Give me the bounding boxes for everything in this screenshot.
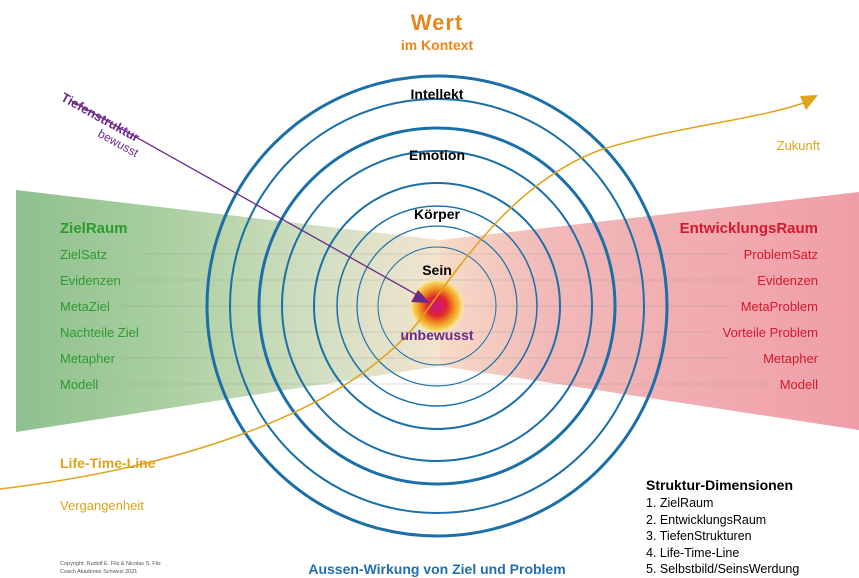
struktur-item: 4. Life-Time-Line: [646, 545, 740, 560]
copyright-line-2: Coach Akademie Schweiz 2021: [60, 569, 137, 575]
entwicklungs-raum-item: Vorteile Problem: [723, 325, 818, 340]
ziel-raum-item: MetaZiel: [60, 299, 110, 314]
ring-emotion: [257, 126, 617, 486]
tiefenstruktur-arrowhead: [411, 290, 430, 303]
zukunft-label: Zukunft: [777, 138, 821, 153]
entwicklungs-raum-item: MetaProblem: [741, 299, 818, 314]
life-time-line-label: Life-Time-Line: [60, 455, 156, 471]
ring-sein: [356, 225, 518, 387]
copyright-line-1: Copyright: Rudolf E. Filz & Nicolas S. F…: [60, 561, 161, 567]
entwicklungs-raum-item: ProblemSatz: [744, 247, 818, 262]
core-glow: [409, 278, 465, 334]
ring-koerper: [313, 182, 561, 430]
struktur-dimensionen-box: Struktur-Dimensionen 1. ZielRaum 2. Entw…: [646, 477, 846, 578]
ziel-raum-item: Evidenzen: [60, 273, 121, 288]
concentric-rings: [205, 74, 669, 538]
ziel-raum-item: Metapher: [60, 351, 116, 366]
struktur-item: 1. ZielRaum: [646, 496, 714, 510]
title-sub: im Kontext: [401, 37, 474, 53]
ziel-raum-item: Modell: [60, 377, 98, 392]
entwicklungs-raum-item: Metapher: [763, 351, 819, 366]
entwicklungs-raum-item: Modell: [780, 377, 818, 392]
entwicklungs-raum-item: Evidenzen: [757, 273, 818, 288]
entwicklungs-raum-funnel: [440, 192, 859, 430]
ziel-raum-title: ZielRaum: [60, 220, 128, 237]
ring-intellekt: [205, 74, 669, 538]
struktur-dimensionen-title: Struktur-Dimensionen: [646, 477, 794, 493]
zukunft-arrowhead: [800, 95, 818, 110]
title-main: Wert: [411, 10, 464, 35]
ziel-raum-item: Nachteile Ziel: [60, 325, 139, 340]
struktur-item: 3. TiefenStrukturen: [646, 529, 752, 543]
struktur-item: 5. Selbstbild/SeinsWerdung: [646, 562, 800, 576]
ring-sein-inner: [377, 246, 497, 366]
vergangenheit-label: Vergangenheit: [60, 498, 144, 513]
ring-emotion-inner: [281, 150, 593, 462]
center-label: unbewusst: [400, 327, 473, 343]
struktur-item: 2. EntwicklungsRaum: [646, 512, 767, 527]
entwicklungs-raum-title: EntwicklungsRaum: [680, 220, 818, 237]
ring-koerper-inner: [336, 205, 538, 407]
ring-label-koerper: Körper: [414, 206, 460, 222]
tiefenstruktur-arrow: [69, 99, 427, 301]
ring-label-emotion: Emotion: [409, 147, 465, 163]
ring-intellekt-inner: [229, 98, 645, 514]
ring-label-intellekt: Intellekt: [411, 86, 464, 102]
life-time-line-curve: [0, 99, 813, 490]
ziel-raum-item: ZielSatz: [60, 247, 107, 262]
ring-label-sein: Sein: [422, 262, 452, 278]
footer-caption: Aussen-Wirkung von Ziel und Problem: [308, 561, 565, 577]
